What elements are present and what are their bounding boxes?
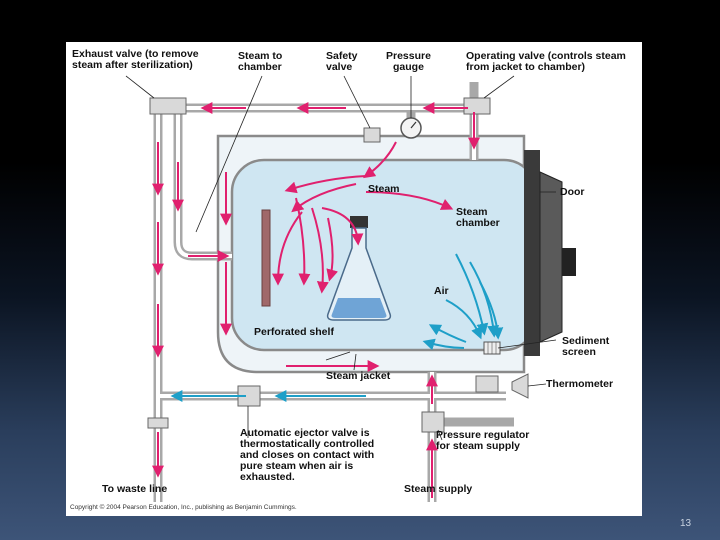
leader-lines [125,75,557,441]
label-pressure-gauge: Pressure gauge [386,50,431,73]
label-door: Door [560,186,585,198]
waste-line-valve [147,417,169,429]
exhaust-valve [149,97,187,115]
door [524,150,540,356]
flask [326,216,392,321]
label-steam-chamber: Steam chamber [456,206,500,229]
label-safety-valve: Safety valve [326,50,358,73]
label-waste-line: To waste line [102,483,168,495]
label-steam-jacket: Steam jacket [326,370,391,382]
slide-number: 13 [680,518,692,529]
label-operating-valve: Operating valve (controls steam from jac… [466,50,626,73]
label-air: Air [434,285,449,297]
label-perforated-shelf: Perforated shelf [254,326,334,338]
copyright-notice: Copyright © 2004 Pearson Education, Inc.… [70,504,297,511]
steam-arrows [152,102,480,498]
thermometer-cone [511,373,529,399]
door-handle [562,248,576,276]
label-steam-to-chamber: Steam to chamber [238,50,283,73]
label-thermometer: Thermometer [546,378,614,390]
thermometer-body [475,375,499,393]
label-steam-supply: Steam supply [404,483,473,495]
perforated-shelf [261,209,271,307]
label-sediment-screen: Sediment screen [562,335,610,358]
label-exhaust-valve: Exhaust valve (to remove steam after ste… [72,48,199,71]
operating-valve [463,97,491,115]
label-ejector-valve: Automatic ejector valve is thermostatica… [240,427,375,483]
label-steam: Steam [368,183,400,195]
air-arrows [170,253,504,402]
pressure-regulator [421,411,445,433]
safety-valve [363,127,381,143]
label-pressure-regulator: Pressure regulator for steam supply [436,429,530,452]
pressure-gauge-needle [410,121,417,129]
autoclave-figure: Exhaust valve (to remove steam after ste… [66,42,642,516]
door-frame [539,171,563,343]
autoclave-diagram [125,75,576,502]
